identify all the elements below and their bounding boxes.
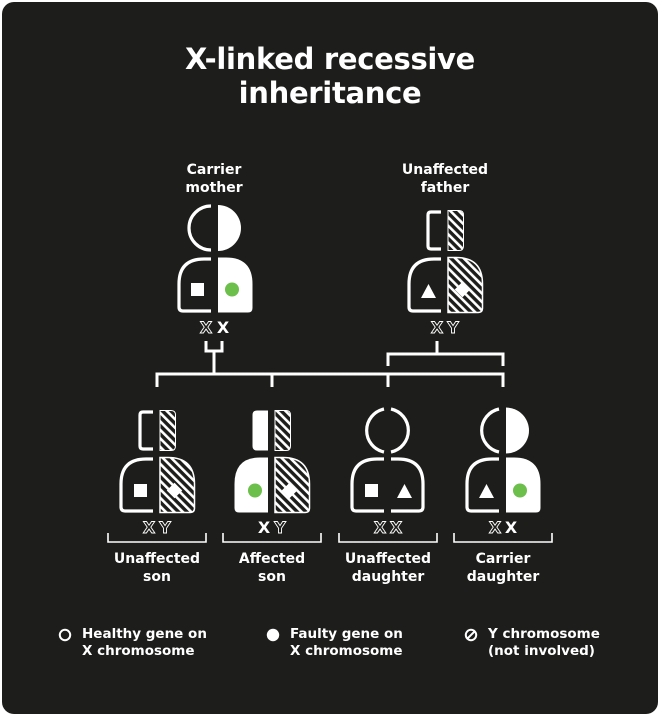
healthy-gene-square-icon [365,484,378,497]
father-chromosome-1: X [431,318,444,337]
open-circle-icon [58,628,72,642]
mother-figure: X X [177,204,253,337]
chromosome-y: Y [273,518,286,537]
child-bracket [338,533,438,543]
affected-son-figure: X Y [222,410,322,543]
healthy-gene-triangle-icon [421,284,436,298]
father-body-left-half [407,257,441,313]
chromosome-x: X [374,518,387,537]
chromosome-x: X [505,518,518,537]
chromosome-y: Y [158,518,171,537]
hatched-circle-icon [464,628,478,642]
healthy-gene-square-icon [191,283,204,296]
unaffected-son-figure: X Y [107,410,207,543]
faulty-gene-dot-icon [513,483,527,498]
affected-son-label: Affected son [238,551,306,585]
healthy-gene-square-icon [134,484,147,497]
title-line-2: inheritance [238,76,422,110]
faulty-gene-dot-icon [248,483,262,498]
carrier-daughter-label: Carrier daughter [466,551,540,585]
mother-chromosome-2: X [217,318,230,337]
father-head-right-half [447,210,464,251]
unaffected-son-label: Unaffected son [113,551,201,585]
chromosome-x: X [143,518,156,537]
mother-head-left-half [187,204,212,252]
father-figure: X Y [407,210,484,337]
unaffected-daughter-figure: X X [338,407,438,543]
inheritance-connectors [155,341,505,387]
y-gene-diamond-icon [166,482,183,499]
filled-circle-icon [266,628,280,642]
mother-body-left-half [177,257,211,313]
child-bracket [107,533,207,543]
father-head-left-half [426,210,441,251]
legend-healthy-gene: Healthy gene on X chromosome [58,626,207,660]
child-bracket [222,533,322,543]
chromosome-x: X [258,518,271,537]
carrier-daughter-figure: X X [453,407,553,543]
faulty-gene-dot-icon [225,282,239,297]
chromosome-x: X [489,518,502,537]
father-bracket-line [386,352,505,366]
title-line-1: X-linked recessive [184,42,476,76]
father-label: Unaffected father [401,162,489,196]
unaffected-daughter-label: Unaffected daughter [344,551,432,585]
page-title: X-linked recessive inheritance [0,42,660,110]
mother-label: Carrier mother [185,162,243,196]
healthy-gene-triangle-icon [397,484,412,498]
legend-faulty-gene: Faulty gene on X chromosome [266,626,403,660]
children-bracket-line [155,372,505,387]
mother-chromosome-1: X [200,318,213,337]
legend-y-chromosome: Y chromosome (not involved) [464,626,600,660]
chromosome-x: X [390,518,403,537]
mother-head-right-half [218,205,241,251]
healthy-gene-triangle-icon [479,484,494,498]
father-chromosome-2: Y [446,318,459,337]
mother-fork-line [204,341,224,353]
child-bracket [453,533,553,543]
